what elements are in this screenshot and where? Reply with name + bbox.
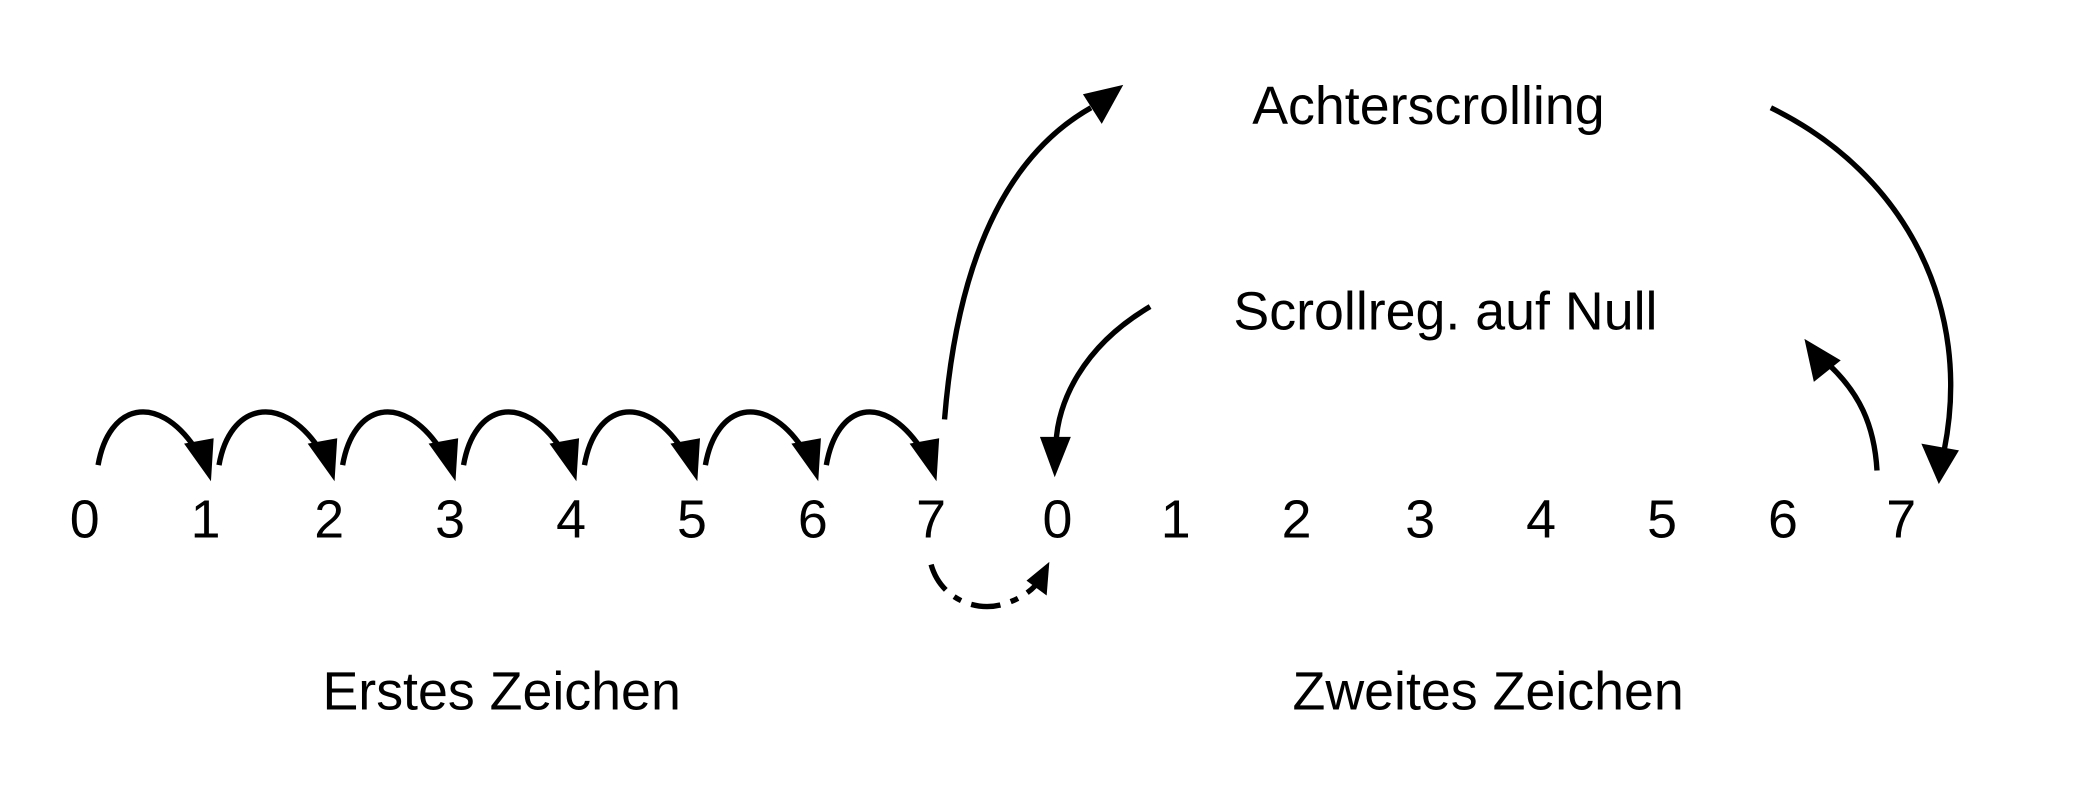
label-zweites-zeichen: Zweites Zeichen (1293, 662, 1684, 722)
label-scrollreg-auf-null: Scrollreg. auf Null (1233, 281, 1657, 341)
first-char-digit: 2 (314, 490, 344, 550)
arrow-7-to-scrollreg (1804, 338, 1880, 471)
second-char-digit: 4 (1526, 490, 1556, 550)
second-char-digit: 3 (1405, 490, 1435, 550)
first-char-digit: 3 (435, 490, 465, 550)
arrow-scrollreg-to-0 (1039, 304, 1152, 478)
wrap-arrow-dashed (928, 561, 1050, 610)
hop-arrow (339, 409, 459, 482)
first-char-digit: 6 (798, 490, 828, 550)
first-char-digit: 1 (191, 490, 221, 550)
second-char-digit: 1 (1161, 490, 1191, 550)
first-char-digit: 7 (916, 490, 946, 550)
second-char-digit: 0 (1042, 490, 1072, 550)
arrow-to-achterscrolling (941, 84, 1124, 420)
label-erstes-zeichen: Erstes Zeichen (322, 662, 680, 722)
arrow-achterscrolling-to-7 (1769, 105, 1959, 484)
step-arrows (95, 409, 940, 482)
first-char-digit: 5 (677, 490, 707, 550)
label-achterscrolling: Achterscrolling (1252, 76, 1604, 136)
hop-arrow (216, 409, 338, 482)
second-char-digit: 6 (1768, 490, 1798, 550)
hop-arrow (823, 409, 940, 482)
hop-arrow (702, 409, 821, 482)
digit-row: 0 1 2 3 4 5 6 7 0 1 2 3 4 5 6 7 (70, 490, 1916, 550)
hop-arrow (95, 409, 214, 482)
second-char-digit: 5 (1647, 490, 1677, 550)
first-char-digit: 4 (556, 490, 586, 550)
first-char-digit: 0 (70, 490, 100, 550)
hop-arrow (460, 409, 580, 482)
hop-arrow (581, 409, 701, 482)
second-char-digit: 7 (1886, 490, 1916, 550)
second-char-digit: 2 (1282, 490, 1312, 550)
